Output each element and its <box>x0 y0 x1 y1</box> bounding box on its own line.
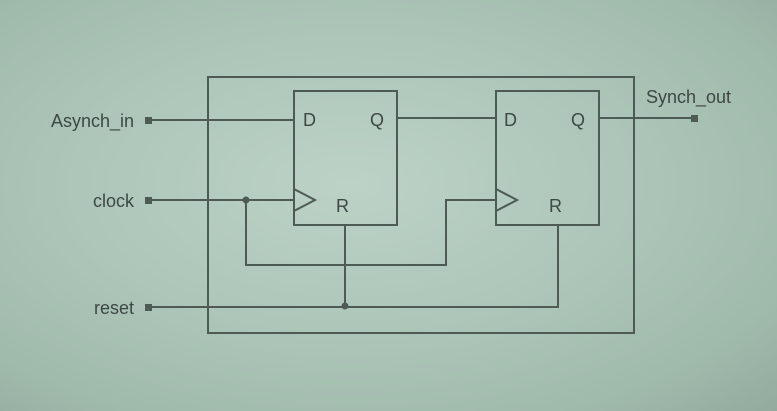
flip-flop-1-d-pin: D <box>303 110 316 130</box>
flip-flop-2: D Q R <box>495 90 600 226</box>
asynch-in-terminal <box>145 117 152 124</box>
flip-flop-2-body <box>495 90 600 226</box>
wires <box>150 117 693 308</box>
synch-out-label: Synch_out <box>646 87 731 108</box>
reset-junction-dot <box>341 302 349 310</box>
flip-flop-2-q-pin: Q <box>571 110 585 130</box>
clock-terminal <box>145 197 152 204</box>
flip-flop-1-q-pin: Q <box>370 110 384 130</box>
reset-to-ff2-wire <box>345 225 559 308</box>
clock-label: clock <box>93 191 135 211</box>
flip-flop-1-clock-triangle <box>293 188 318 212</box>
flip-flop-1-r-pin: R <box>336 196 349 216</box>
flip-flop-2-clock-triangle <box>495 188 520 212</box>
clock-to-ff2-wire <box>245 199 496 266</box>
asynch-in-label: Asynch_in <box>51 111 134 132</box>
clock-junction-dot <box>242 196 250 204</box>
reset-terminal <box>145 304 152 311</box>
flip-flop-2-d-pin: D <box>504 110 517 130</box>
reset-label: reset <box>94 298 134 318</box>
flip-flop-2-r-pin: R <box>549 196 562 216</box>
module-boundary <box>207 76 635 334</box>
flip-flop-1: D Q R <box>293 90 398 226</box>
synch-out-terminal <box>691 115 698 122</box>
